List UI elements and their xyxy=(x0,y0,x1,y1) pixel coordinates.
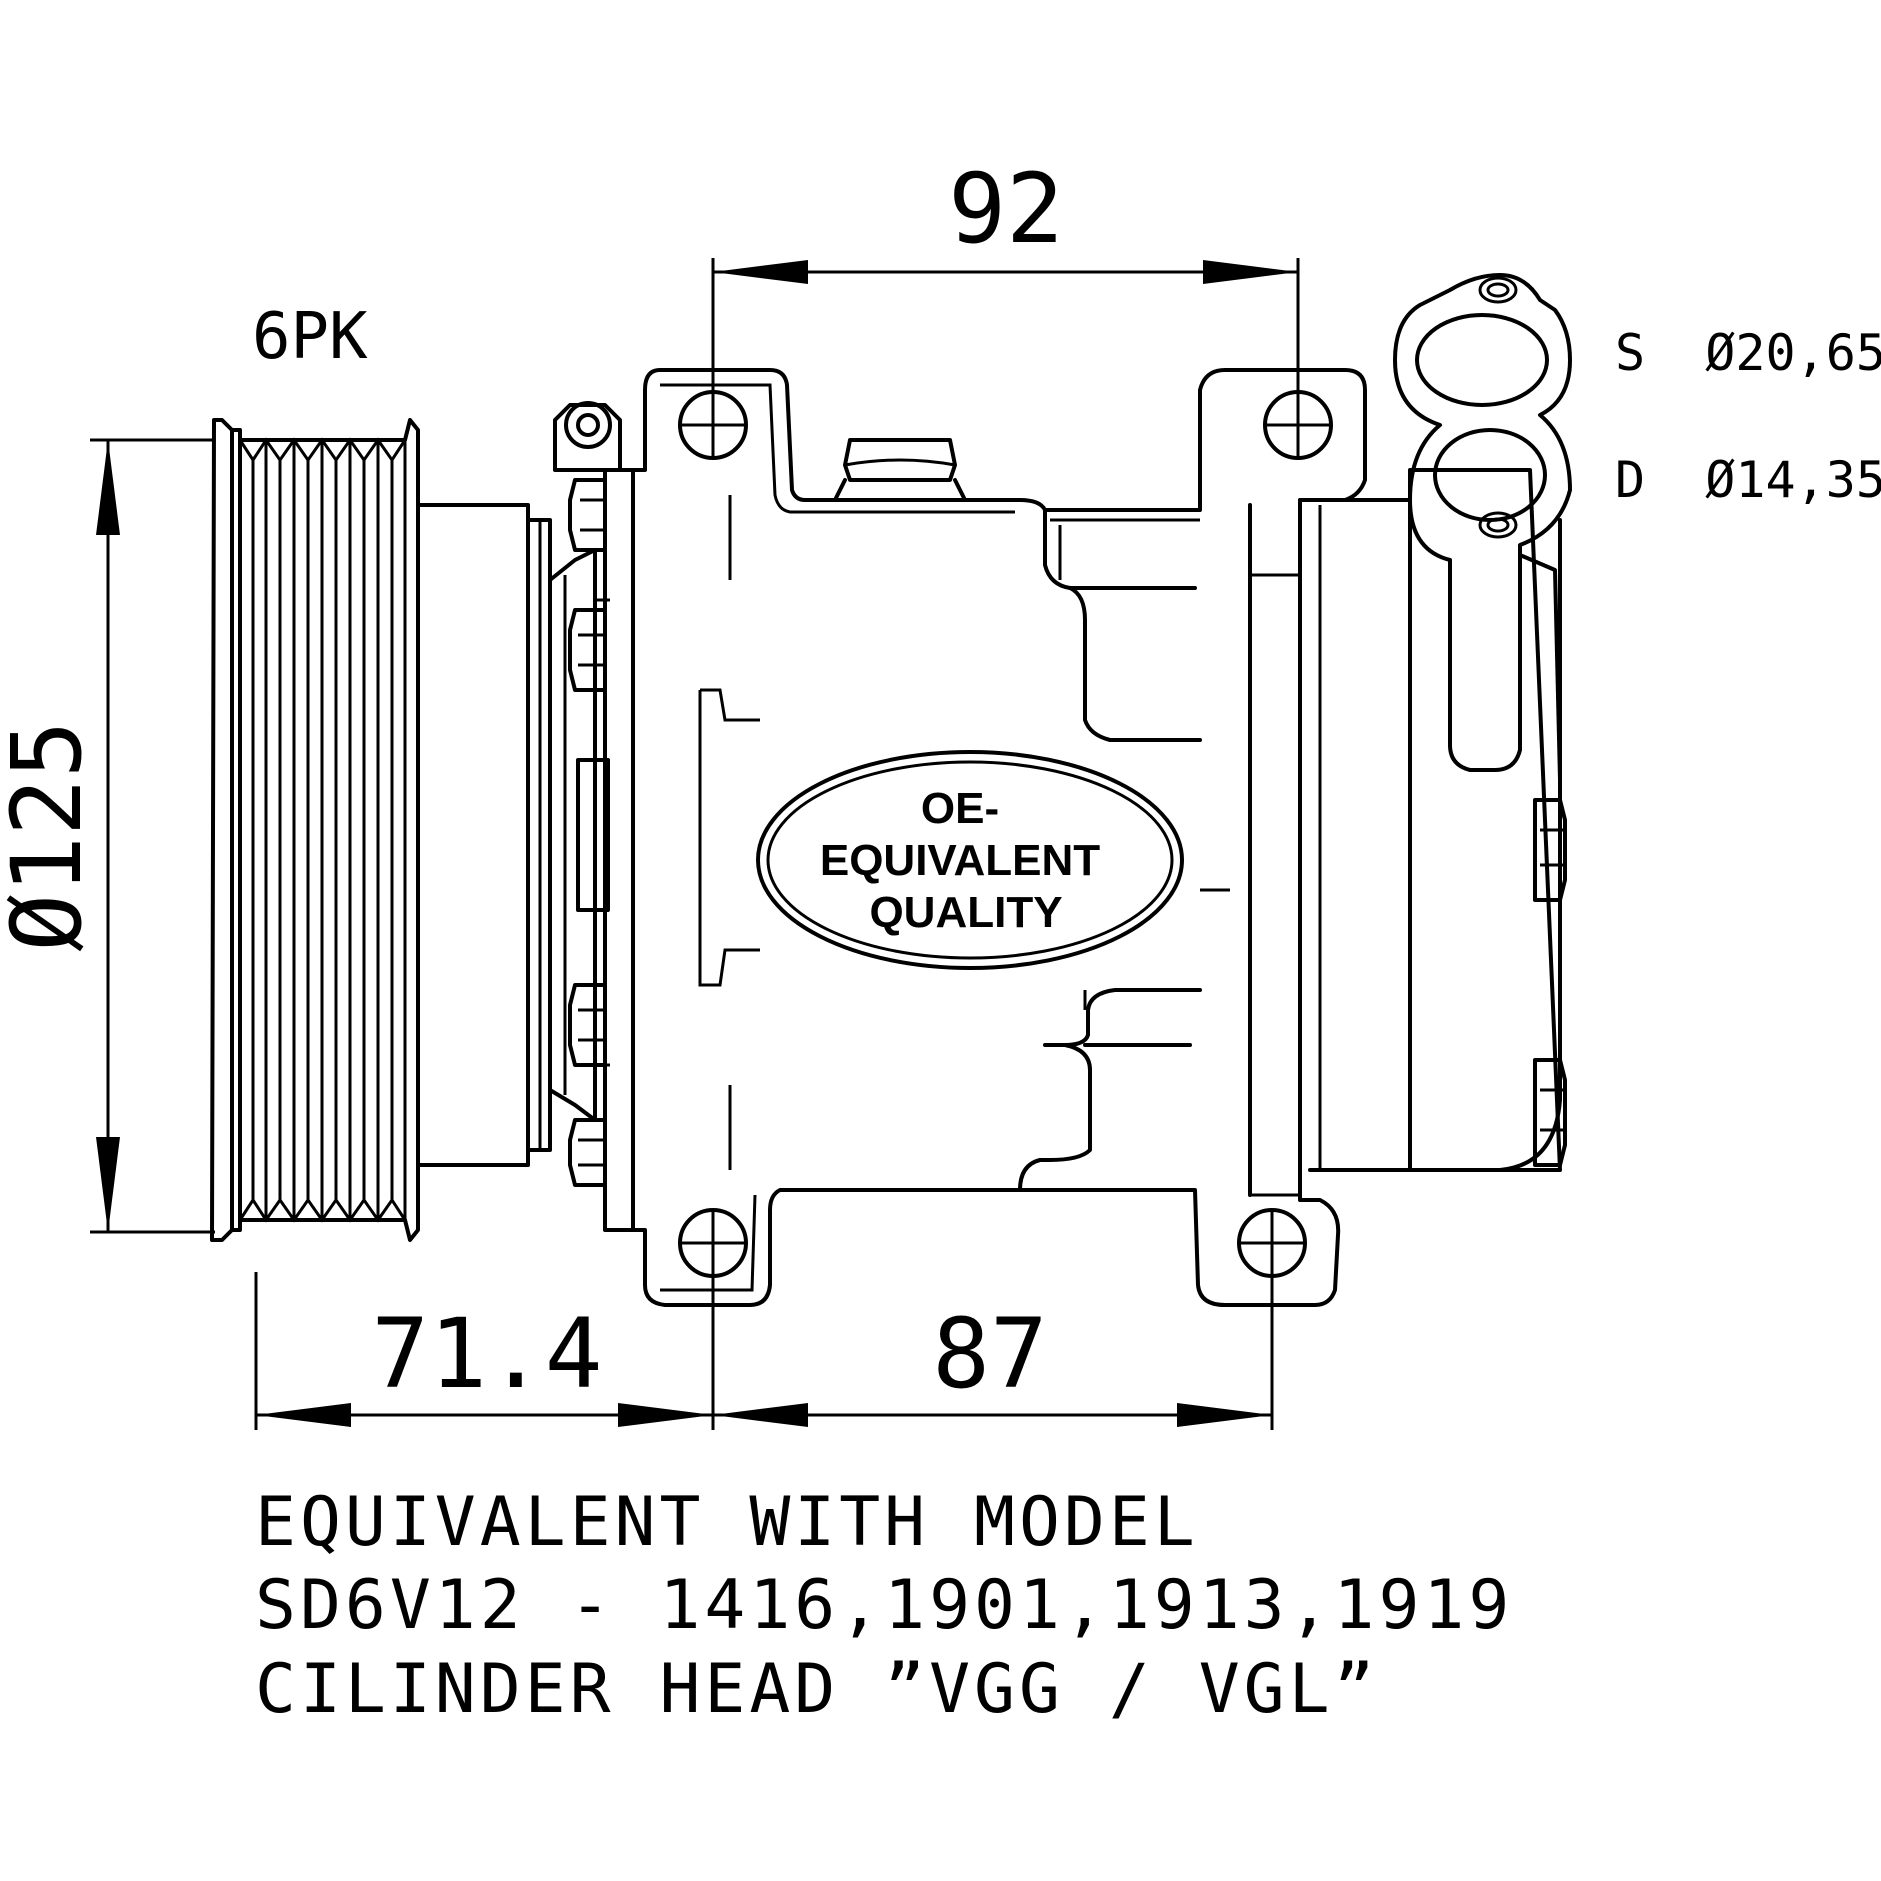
mount-hole-top-left xyxy=(678,390,748,460)
note-line-2: SD6V12 - 1416,1901,1913,1919 xyxy=(255,1566,1513,1645)
mount-hole-bottom-left xyxy=(678,1208,748,1278)
note-line-3: CILINDER HEAD ”VGG / VGL” xyxy=(255,1650,1379,1729)
oe-equivalent-badge: OE- EQUIVALENT QUALITY xyxy=(756,750,1184,970)
oil-plug xyxy=(833,438,967,502)
front-bolts xyxy=(553,401,635,1232)
cylinder-body xyxy=(1018,468,1562,1197)
dimension-71-4: 71.4 xyxy=(254,1272,715,1430)
dimension-92-label: 92 xyxy=(948,153,1064,265)
discharge-port-label: D Ø14,35 xyxy=(1615,451,1881,509)
dimension-87-label: 87 xyxy=(932,1298,1048,1410)
mount-hole-bottom-right xyxy=(1237,1208,1307,1278)
badge-line-2: EQUIVALENT xyxy=(820,836,1100,885)
mount-holes xyxy=(678,390,1333,1278)
dimension-87: 87 xyxy=(713,1276,1274,1430)
dimension-125-label: Ø125 xyxy=(0,720,103,951)
model-notes: EQUIVALENT WITH MODEL SD6V12 - 1416,1901… xyxy=(255,1483,1513,1729)
suction-port-label: S Ø20,65 xyxy=(1615,324,1881,382)
belt-type-label: 6PK xyxy=(252,300,368,374)
badge-line-3: QUALITY xyxy=(869,888,1062,937)
dimension-92: 92 xyxy=(711,153,1300,392)
dimension-125: Ø125 xyxy=(0,438,215,1234)
dimension-71-4-label: 71.4 xyxy=(371,1298,602,1410)
pulley xyxy=(210,418,420,1242)
badge-line-1: OE- xyxy=(921,784,999,833)
front-housing xyxy=(631,368,1367,1307)
mount-hole-top-right xyxy=(1263,390,1333,460)
port-manifold xyxy=(1393,273,1572,1167)
note-line-1: EQUIVALENT WITH MODEL xyxy=(255,1483,1199,1562)
clutch-hub xyxy=(416,503,610,1167)
